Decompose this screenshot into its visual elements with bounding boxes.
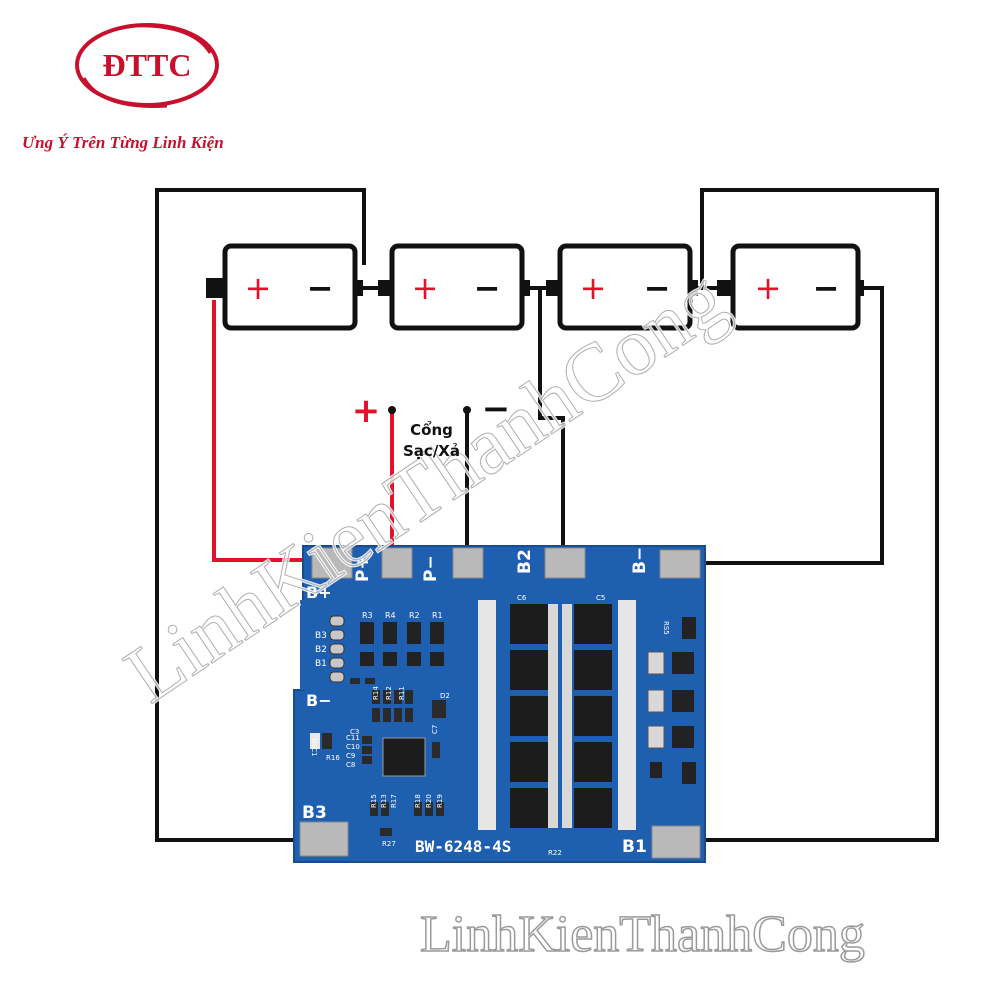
comp-label: R14 xyxy=(372,686,380,700)
battery-minus-label: − xyxy=(307,269,334,307)
wire-b1 xyxy=(700,188,939,842)
logo-ellipse-icon: ĐTTC xyxy=(75,23,219,108)
comp-label: C7 xyxy=(431,725,439,734)
battery-plus-label: + xyxy=(412,269,439,307)
comp-label: C6 xyxy=(517,594,527,602)
wire-b-minus xyxy=(700,286,884,565)
brand-tagline: Ưng Ý Trên Từng Linh Kiện xyxy=(22,133,224,152)
pad-label-b3: B3 xyxy=(302,803,327,823)
wire-b2 xyxy=(538,288,565,560)
shunt-resistors xyxy=(647,617,696,784)
comp-label: R16 xyxy=(326,754,340,762)
side-label-b-minus: B− xyxy=(306,691,332,710)
comp-label: C8 xyxy=(346,761,355,769)
pad-label-b-minus: B− xyxy=(630,547,650,574)
mosfet-array xyxy=(478,600,636,830)
comp-label: R15 xyxy=(370,794,378,808)
smd-components xyxy=(310,678,446,836)
battery-2: + − xyxy=(378,243,530,331)
side-label-b2: B2 xyxy=(315,645,327,655)
port-plus-symbol: + xyxy=(352,391,381,431)
battery-plus-label: + xyxy=(245,269,272,307)
port-minus-terminal xyxy=(463,406,471,414)
pad-label-p-minus: P− xyxy=(421,555,441,582)
comp-label: C11 xyxy=(346,734,360,742)
port-label-line1: Cổng xyxy=(410,421,453,439)
comp-label: D2 xyxy=(440,692,450,700)
comp-label: R13 xyxy=(380,794,388,808)
logo-text: ĐTTC xyxy=(103,47,192,83)
port-label-line2: Sạc/Xả xyxy=(403,442,460,460)
comp-label: R12 xyxy=(385,686,393,700)
pad-label-p-plus: P+ xyxy=(353,555,373,582)
bottom-watermark: LinhKienThanhCong xyxy=(419,905,865,964)
pad-b-minus xyxy=(659,549,701,579)
res-label: R3 xyxy=(362,611,373,620)
comp-label: C5 xyxy=(596,594,605,602)
pad-p-plus xyxy=(381,547,413,579)
red-wires xyxy=(212,300,394,562)
pad-b-plus xyxy=(311,547,353,579)
res-label: R1 xyxy=(432,611,443,620)
wire-b3 xyxy=(155,188,366,842)
pad-b2 xyxy=(544,547,586,579)
port-plus-terminal xyxy=(388,406,396,414)
comp-label: R11 xyxy=(398,686,406,700)
pad-label-b1: B1 xyxy=(622,837,647,857)
pad-b1 xyxy=(651,825,701,859)
comp-label: R19 xyxy=(436,794,444,808)
comp-label: R20 xyxy=(425,794,433,808)
comp-label: R22 xyxy=(548,849,562,857)
comp-label: C3 xyxy=(350,728,359,736)
pad-label-b2: B2 xyxy=(515,549,535,574)
charge-discharge-port-label: Cổng Sạc/Xả xyxy=(403,420,460,462)
bms-board: P+ P− B2 B− B3 B1 B+ B− B3 B2 B1 xyxy=(293,545,706,863)
res-label: R2 xyxy=(409,611,420,620)
battery-3: + − xyxy=(546,243,698,331)
battery-minus-label: − xyxy=(813,269,840,307)
comp-label: NTC1 xyxy=(310,738,318,756)
balance-connector xyxy=(329,615,345,683)
brand-logo: ĐTTC xyxy=(72,18,222,113)
side-label-b-plus: B+ xyxy=(306,583,332,602)
port-minus-symbol: − xyxy=(482,389,511,429)
side-label-b1: B1 xyxy=(315,659,327,669)
side-label-b3: B3 xyxy=(315,631,327,641)
board-model-label: BW-6248-4S xyxy=(415,837,511,856)
battery-minus-label: − xyxy=(644,269,671,307)
bms-ic-chip xyxy=(382,737,426,777)
pad-b3 xyxy=(299,821,349,857)
comp-label: RS5 xyxy=(662,621,670,635)
comp-label: C9 xyxy=(346,752,355,760)
battery-1: + − xyxy=(206,243,363,331)
res-label: R4 xyxy=(385,611,396,620)
battery-4: + − xyxy=(717,243,864,331)
comp-label: R18 xyxy=(414,794,422,808)
battery-plus-label: + xyxy=(580,269,607,307)
comp-label: R27 xyxy=(382,840,396,848)
pad-p-minus xyxy=(452,547,484,579)
battery-minus-label: − xyxy=(474,269,501,307)
comp-label: C10 xyxy=(346,743,360,751)
battery-plus-label: + xyxy=(755,269,782,307)
wire-b-plus xyxy=(212,300,320,562)
top-resistors xyxy=(360,622,444,666)
comp-label: R17 xyxy=(390,794,398,808)
